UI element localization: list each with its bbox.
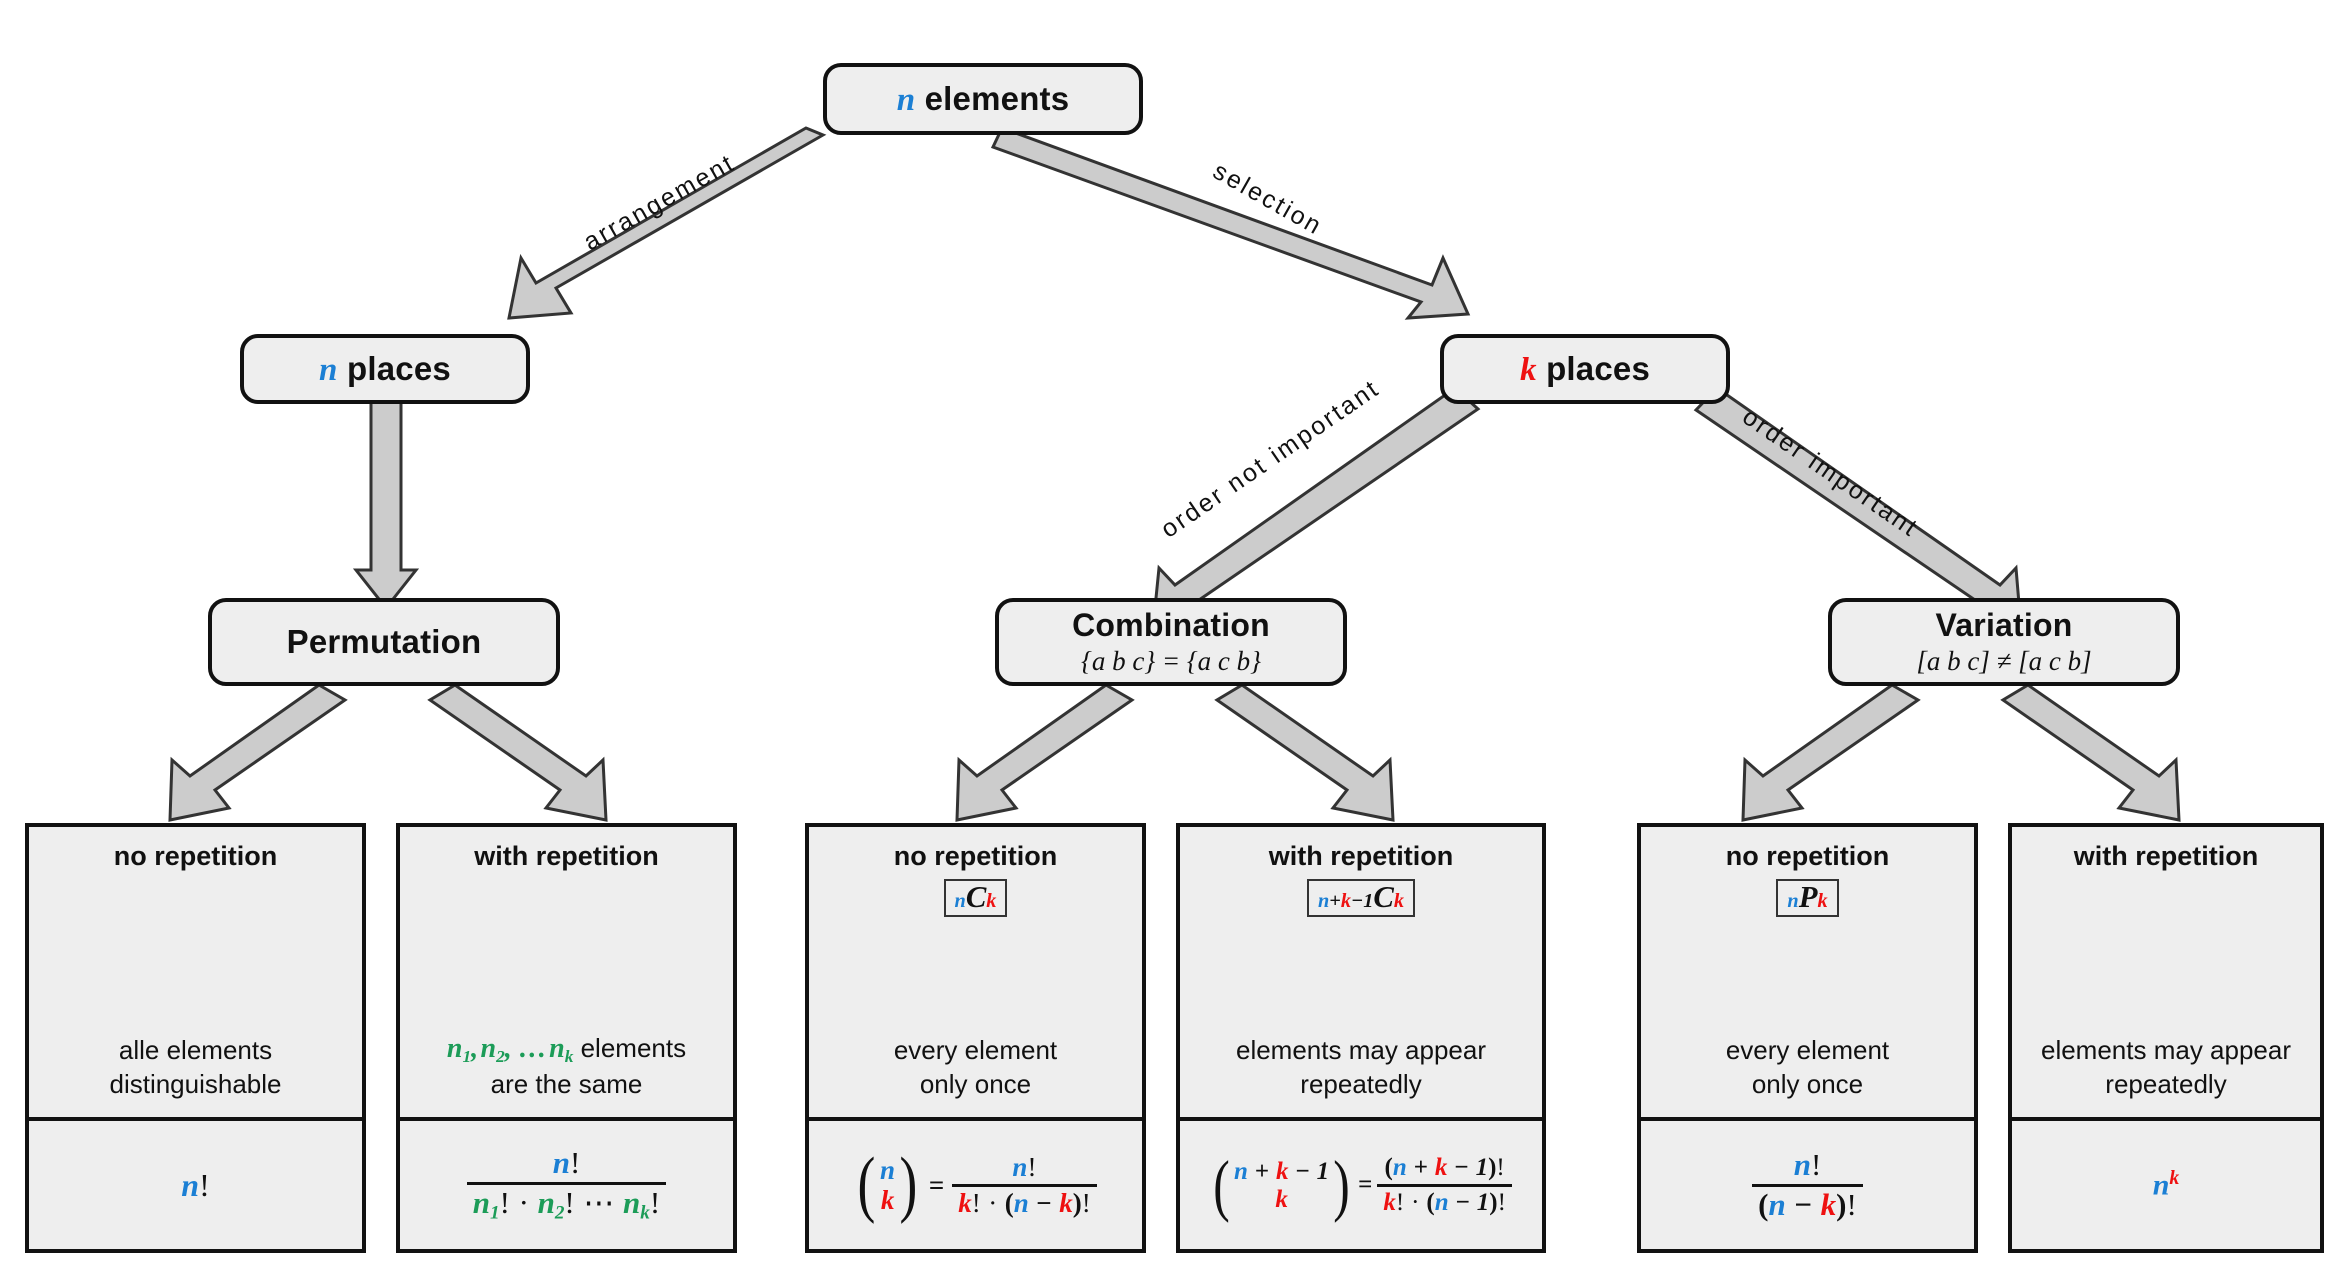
- leaf-heading: no repetition: [113, 841, 278, 871]
- leaf-formula: n!: [29, 1117, 362, 1249]
- variation-subtitle: [a b c] ≠ [a c b]: [1916, 646, 2092, 676]
- node-n-elements[interactable]: n elements: [823, 63, 1143, 135]
- leaf-formula: nk: [2012, 1117, 2320, 1249]
- leaf-upper: with repetition n+k−1Ck elements may app…: [1180, 827, 1542, 1117]
- leaf-combination-with-repetition[interactable]: with repetition n+k−1Ck elements may app…: [1176, 823, 1546, 1253]
- n-places-label: places: [346, 349, 451, 387]
- leaf-heading: with repetition: [1268, 841, 1454, 871]
- leaf-formula: ( n + k − 1 k ) = (n + k − 1)! k! · (n −…: [1180, 1117, 1542, 1249]
- combination-title: Combination: [1072, 607, 1270, 643]
- leaf-heading: no repetition: [1725, 841, 1890, 871]
- leaf-formula: n! (n − k)!: [1641, 1117, 1974, 1249]
- leaf-notation: n+k−1Ck: [1306, 879, 1415, 917]
- n-places-variable: n: [319, 351, 338, 388]
- leaf-heading: no repetition: [893, 841, 1058, 871]
- combination-subtitle: {a b c} = {a c b}: [1081, 646, 1261, 676]
- arrow-arrangement: [507, 126, 827, 320]
- node-permutation[interactable]: Permutation: [208, 598, 560, 686]
- arrow-n-places-permutation: [352, 388, 420, 611]
- leaf-notation: nCk: [943, 879, 1008, 917]
- leaf-heading: with repetition: [474, 841, 659, 871]
- edge-label-arrangement: arrangement: [578, 148, 740, 257]
- node-variation[interactable]: Variation [a b c] ≠ [a c b]: [1828, 598, 2180, 686]
- node-combination[interactable]: Combination {a b c} = {a c b}: [995, 598, 1347, 686]
- edge-label-order-important: order important: [1737, 402, 1924, 543]
- edge-label-selection: selection: [1208, 156, 1328, 241]
- leaf-heading: with repetition: [2073, 841, 2259, 871]
- k-places-label: places: [1546, 349, 1651, 387]
- variation-title: Variation: [1935, 607, 2073, 643]
- edge-label-order-not-important: order not important: [1155, 374, 1385, 544]
- arrow-combination-left: [955, 683, 1135, 822]
- node-k-places[interactable]: k places: [1440, 334, 1730, 404]
- permutation-title: Permutation: [286, 623, 482, 660]
- arrow-variation-left: [1741, 683, 1921, 822]
- k-places-variable: k: [1519, 351, 1537, 388]
- arrow-permutation-right: [427, 683, 608, 822]
- arrow-combination-right: [1214, 683, 1395, 822]
- arrow-permutation-left: [168, 683, 348, 822]
- arrow-selection: [990, 126, 1471, 320]
- node-n-places[interactable]: n places: [240, 334, 530, 404]
- leaf-notation: nPk: [1776, 879, 1839, 917]
- arrow-variation-right: [2000, 683, 2181, 822]
- leaf-formula: n! n1! · n2! ⋯ nk!: [400, 1117, 733, 1249]
- root-label: elements: [924, 79, 1070, 117]
- root-variable: n: [896, 81, 916, 118]
